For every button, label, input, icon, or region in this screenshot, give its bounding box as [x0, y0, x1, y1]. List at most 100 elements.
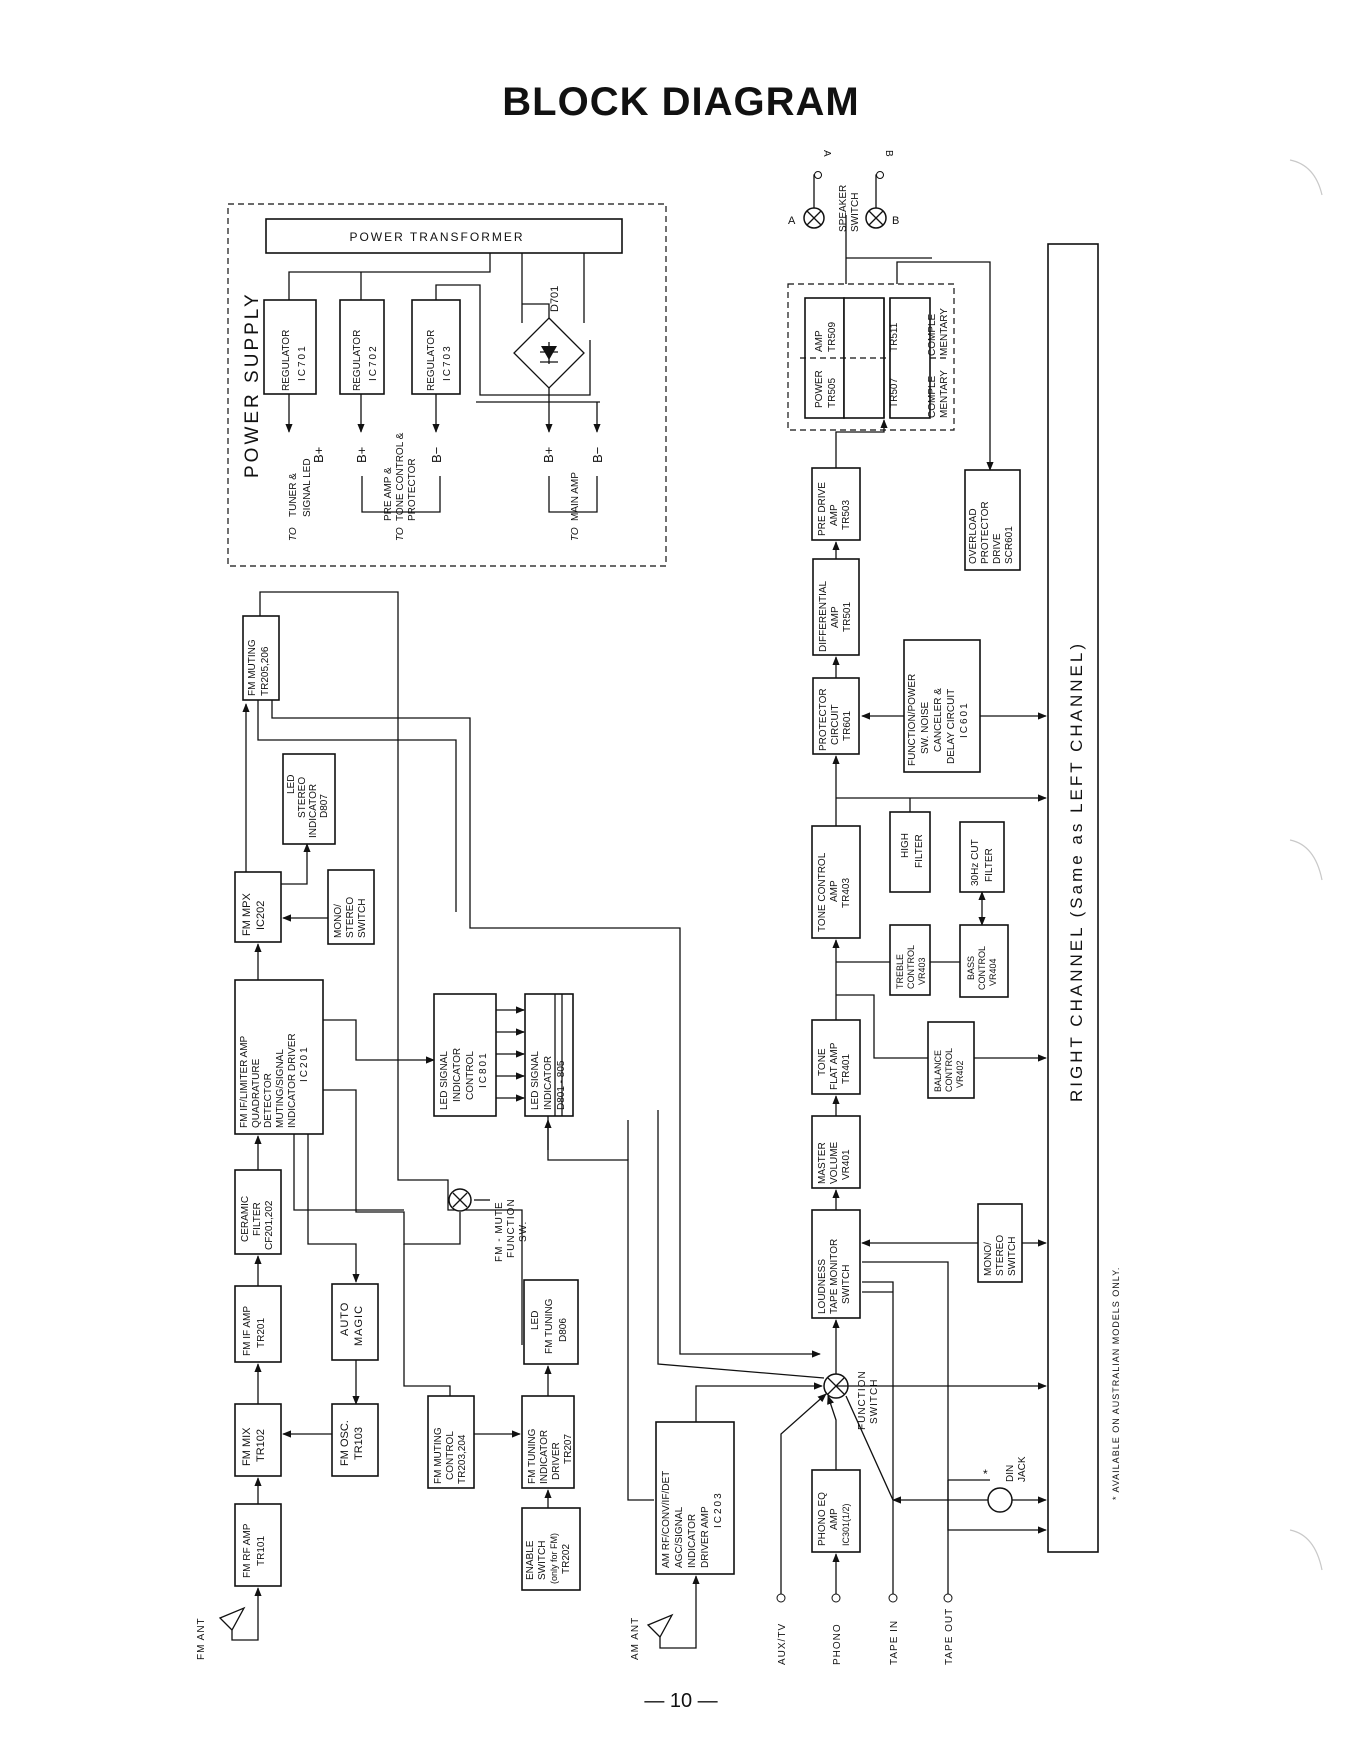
enable-l4: TR202 [561, 1544, 572, 1574]
fm-antenna-icon [218, 1606, 246, 1632]
fm-mpx-l1: FM MPX [241, 893, 253, 936]
am-l5: IC203 [713, 1491, 724, 1528]
bass-block [959, 924, 1009, 998]
fm-mute-l2: FUNCTION [506, 1198, 517, 1258]
master-volume-block [811, 1115, 861, 1189]
fm-tuning-driver-block [521, 1395, 575, 1489]
power-amp-mentary-2: MENTARY [939, 308, 950, 356]
phono-jack[interactable] [831, 1593, 841, 1603]
fm-mix-l1: FM MIX [241, 1427, 253, 1466]
fm-if-l4: MUTING/SIGNAL [275, 1049, 286, 1128]
function-switch-l1: FUNCTION [857, 1370, 868, 1430]
phono-eq-block [811, 1469, 861, 1553]
tape-out-jack[interactable] [943, 1593, 953, 1603]
led-fm-l2: FM TUNING [544, 1298, 555, 1354]
main-amp-bminus: B− [590, 447, 605, 463]
fm-rf-l1: FM RF AMP [242, 1523, 253, 1578]
differential-l2: AMP [830, 606, 841, 628]
auto-magic-l1: AUTO [339, 1302, 351, 1336]
led-stereo-l2: STEREO [297, 777, 308, 818]
scan-edge-marks [1289, 159, 1323, 1571]
am-block [655, 1421, 735, 1575]
dest-tuner-line1: TUNER & [288, 473, 299, 517]
led-fm-tuning-block [523, 1279, 579, 1365]
led-ind-l3: D801 - 805 [556, 1060, 567, 1110]
overload-block [964, 469, 1021, 571]
power-amp-amp: AMP [814, 330, 825, 352]
power-transformer-label: POWER TRANSFORMER [349, 230, 524, 244]
mono-stereo-block [327, 869, 375, 945]
speaker-switch-label-1: SPEAKER [838, 185, 849, 232]
am-l2: AGC/SIGNAL [674, 1506, 685, 1568]
power-transformer-block [265, 218, 623, 254]
tone-flat-l1: TONE [817, 1048, 828, 1076]
protector-l2: CIRCUIT [830, 704, 841, 745]
din-jack-l1: DIN [1005, 1465, 1016, 1482]
overload-l1: OVERLOAD [968, 508, 979, 564]
fm-mc-l2: CONTROL [445, 1431, 456, 1480]
loudness-l2: TAPE MONITOR [829, 1239, 840, 1314]
cut-filter-block [959, 821, 1005, 893]
overload-l3: DRIVE [992, 533, 1003, 564]
speaker-switch-label-2: SWITCH [850, 193, 861, 232]
high-filter-block [889, 811, 931, 893]
tape-in-label: TAPE IN [889, 1620, 900, 1665]
input-section: FUNCTION SWITCH PHONO EQ AMP IC301(1/2) … [776, 1370, 1047, 1665]
fm-if-l3: DETECTOR [263, 1073, 274, 1128]
fm-if-l2: QUADRATURE [251, 1058, 262, 1128]
tone-control-l2: AMP [829, 880, 840, 902]
dest-tuner-to: TO [288, 527, 299, 541]
speaker-b-term-label: B [883, 150, 894, 157]
ceramic-l1: CERAMIC [240, 1196, 251, 1242]
power-amp-tr507-label: TR507 [889, 378, 900, 408]
aux-tv-jack[interactable] [776, 1593, 786, 1603]
am-section: AM RF/CONV/IF/DET AGC/SIGNAL INDICATOR D… [627, 1110, 825, 1660]
pre-drive-l3: TR503 [841, 500, 852, 530]
page-number: — 10 — [644, 1690, 718, 1712]
speaker-a-terminal[interactable] [814, 171, 822, 179]
dest-tuner-line2: SIGNAL LED [302, 458, 313, 517]
am-ant-label: AM ANT [630, 1617, 641, 1660]
regulator-ic701-block [263, 299, 317, 395]
speaker-b-label: B [892, 215, 899, 227]
auto-magic-l2: MAGIC [353, 1305, 365, 1346]
overload-l2: PROTECTOR [980, 501, 991, 564]
am-l4: DRIVER AMP [700, 1506, 711, 1568]
power-supply-section: POWER SUPPLY POWER TRANSFORMER REGULATOR… [227, 203, 667, 567]
overload-l4: SCR601 [1004, 526, 1015, 564]
treble-l3: VR403 [917, 957, 927, 985]
power-amp-power: POWER [814, 370, 825, 408]
differential-l3: TR501 [842, 602, 853, 632]
fm-td-l2: INDICATOR [539, 1430, 550, 1484]
right-channel-label: RIGHT CHANNEL (Same as LEFT CHANNEL) [1067, 641, 1086, 1102]
function-power-block [903, 639, 981, 773]
protector-l3: TR601 [842, 711, 853, 741]
led-fm-l3: D806 [558, 1318, 569, 1342]
fm-td-l3: DRIVER [551, 1442, 562, 1480]
mono-stereo-2-block [977, 1203, 1023, 1283]
ic703-output: B− [429, 447, 444, 463]
master-volume-l1: MASTER [817, 1142, 828, 1184]
fm-osc-l2: TR103 [353, 1427, 365, 1460]
fm-muting-l2: TR205,206 [260, 646, 271, 696]
function-power-l2: SW. NOISE [920, 701, 931, 754]
speaker-a-label: A [788, 215, 796, 227]
fm-rf-amp-block [234, 1503, 282, 1587]
regulator-ic701-label: REGULATOR [281, 330, 292, 391]
speaker-a-term-label: A [821, 150, 832, 157]
balance-block [927, 1021, 975, 1099]
regulator-ic702-id: IC702 [368, 344, 379, 381]
fm-muting-block [242, 615, 280, 701]
regulator-ic702-label: REGULATOR [352, 330, 363, 391]
phono-eq-l2: AMP [829, 1508, 840, 1530]
tape-in-jack[interactable] [888, 1593, 898, 1603]
regulator-ic703-id: IC703 [442, 344, 453, 381]
enable-l3: (only for FM) [549, 1533, 559, 1584]
fm-if-amp-block [234, 1285, 282, 1363]
function-switch-l2: SWITCH [869, 1379, 880, 1424]
fm-mc-l1: FM MUTING [433, 1427, 444, 1484]
speaker-b-terminal[interactable] [876, 171, 884, 179]
led-ctrl-l2: INDICATOR [452, 1048, 463, 1102]
led-stereo-l1: LED [286, 775, 297, 794]
din-jack[interactable] [987, 1487, 1013, 1513]
